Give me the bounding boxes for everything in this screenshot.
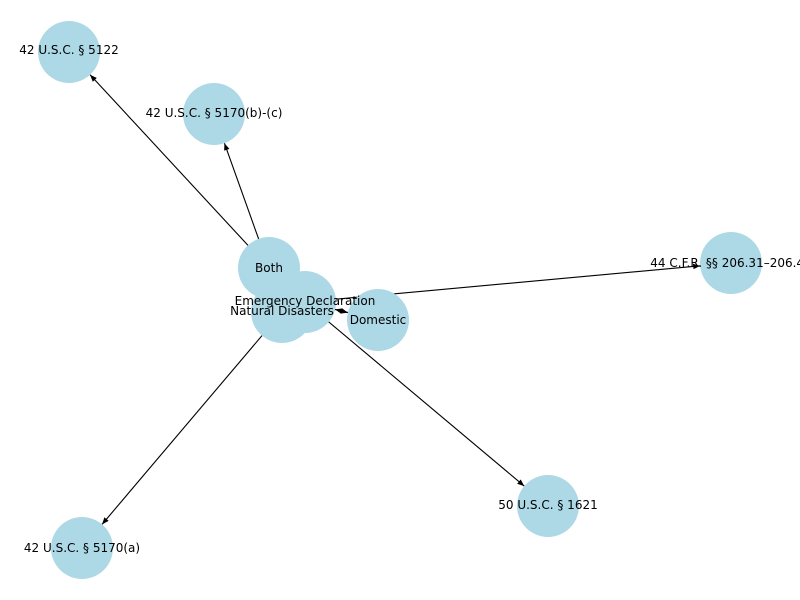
node-label-usc5122: 42 U.S.C. § 5122: [19, 43, 118, 57]
node-label-usc5170a: 42 U.S.C. § 5170(a): [24, 541, 140, 555]
node-usc1621[interactable]: [517, 475, 579, 537]
labels-layer: 42 U.S.C. § 5122 42 U.S.C. § 5170(b)-(c) B…: [19, 43, 800, 555]
edge-emergency-to-usc1621: [304, 301, 525, 487]
node-label-natural: Natural Disasters: [230, 304, 334, 318]
node-usc5170a[interactable]: [51, 517, 113, 579]
node-label-both: Both: [255, 261, 283, 275]
node-label-usc1621: 50 U.S.C. § 1621: [498, 498, 597, 512]
node-label-usc5170bc: 42 U.S.C. § 5170(b)-(c): [146, 106, 283, 120]
node-usc5122[interactable]: [38, 21, 100, 83]
node-label-domestic: Domestic: [350, 313, 407, 327]
node-usc5170bc[interactable]: [183, 83, 245, 145]
edge-both-to-usc5122: [89, 74, 270, 269]
node-domestic[interactable]: [347, 289, 409, 351]
node-label-cfr206: 44 C.F.R. §§ 206.31–206.48: [650, 256, 800, 270]
node-cfr206[interactable]: [700, 232, 762, 294]
node-label-emergency: Emergency Declaration: [235, 294, 376, 308]
edge-natural-to-usc5170a: [101, 311, 283, 525]
nodes-layer: [38, 21, 762, 579]
node-emergency[interactable]: [274, 271, 336, 333]
